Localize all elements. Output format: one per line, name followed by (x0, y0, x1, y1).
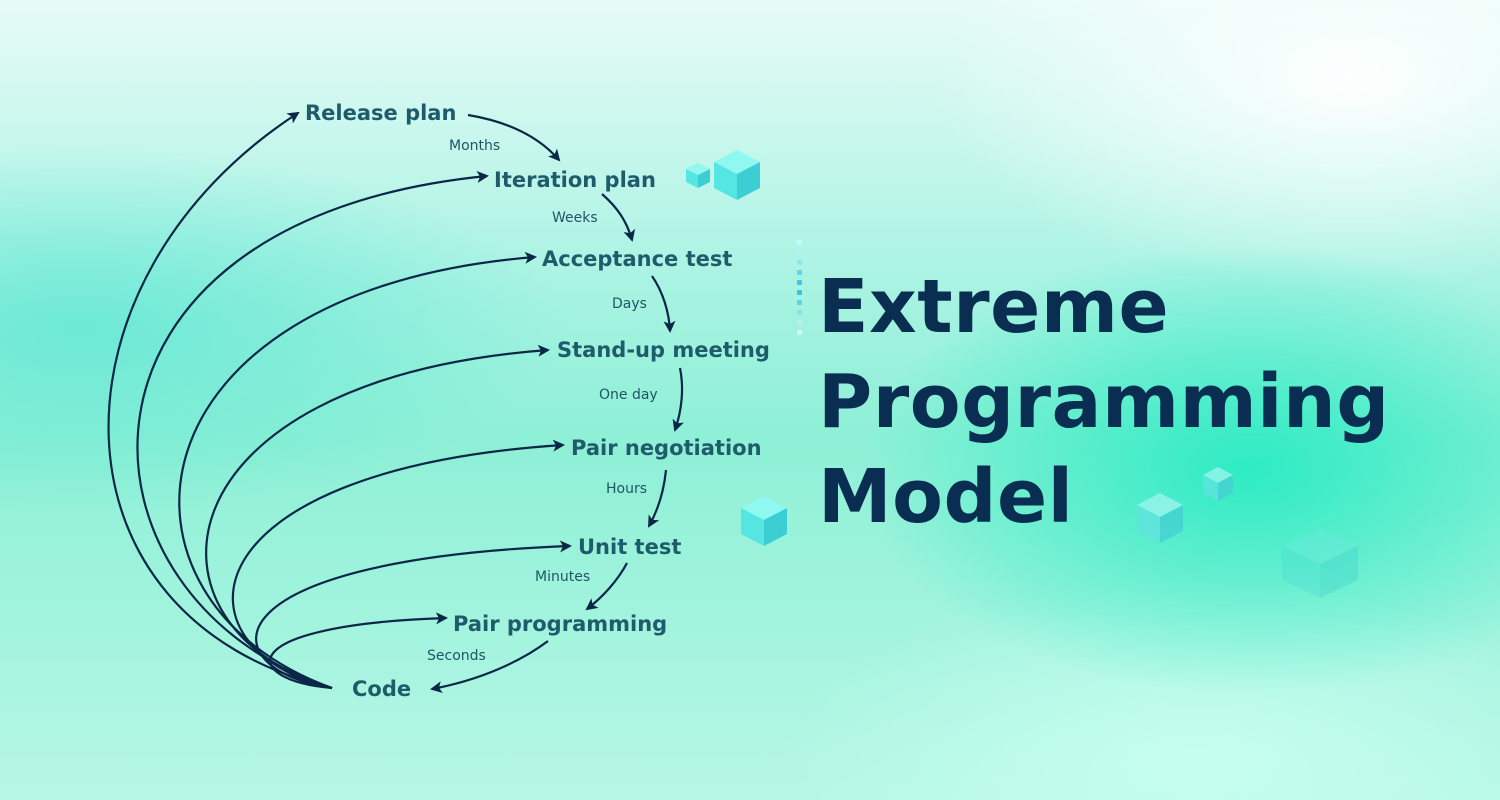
interval-months: Months (449, 138, 500, 154)
title-line-model: Model (818, 454, 1074, 540)
arrow-acceptance-to-standup (651, 275, 676, 333)
feedback-arrow-to-unit-test (255, 540, 572, 690)
arrow-standup-to-negotiation (672, 367, 684, 432)
interval-weeks: Weeks (552, 210, 598, 226)
step-stand-up-meeting: Stand-up meeting (557, 338, 770, 362)
step-code: Code (352, 677, 411, 701)
step-iteration-plan: Iteration plan (494, 168, 656, 192)
feedback-arrow-to-acceptance-test (178, 251, 537, 690)
arrow-unittest-to-pairprog (585, 562, 628, 611)
interval-one-day: One day (599, 387, 658, 403)
interval-hours: Hours (606, 481, 647, 497)
feedback-arrow-to-stand-up-meeting (205, 344, 550, 690)
interval-days: Days (612, 296, 647, 312)
arrow-negotiation-to-unittest (648, 469, 668, 528)
title-line-programming: Programming (818, 359, 1390, 445)
feedback-arcs (107, 111, 572, 690)
title-line-extreme: Extreme (818, 264, 1170, 350)
feedback-arrow-to-pair-negotiation (231, 439, 565, 690)
arrow-release-to-iteration (467, 113, 561, 162)
step-release-plan: Release plan (305, 101, 456, 125)
step-pair-negotiation: Pair negotiation (571, 436, 762, 460)
cube-decoration-top (686, 150, 760, 200)
arrow-iteration-to-acceptance (601, 193, 636, 242)
forward-arrows (430, 113, 684, 694)
step-unit-test: Unit test (578, 535, 681, 559)
feedback-arrow-to-release-plan (107, 111, 333, 690)
interval-seconds: Seconds (427, 648, 486, 664)
interval-minutes: Minutes (535, 569, 590, 585)
step-pair-programming: Pair programming (453, 612, 667, 636)
feedback-arrow-to-iteration-plan (136, 171, 489, 690)
step-acceptance-test: Acceptance test (542, 247, 732, 271)
feedback-arrow-to-pair-programming (269, 612, 448, 690)
cube-decoration-middle (741, 496, 787, 546)
cube-decoration-right (1137, 467, 1358, 598)
dotted-divider (797, 240, 803, 380)
arrow-pairprog-to-code (430, 640, 549, 694)
